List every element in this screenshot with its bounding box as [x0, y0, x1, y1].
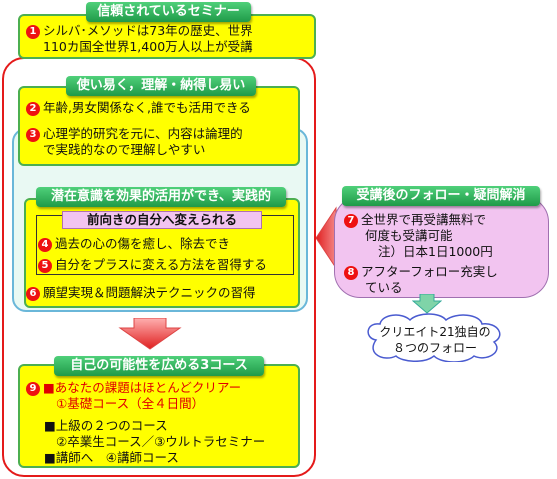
top-header: 信頼されているセミナー	[86, 2, 251, 22]
sub-header: 前向きの自分へ変えられる	[62, 211, 262, 229]
followup-header: 受講後のフォロー・疑問解消	[342, 186, 540, 206]
cloud-shape	[367, 313, 501, 362]
down-arrow-icon	[118, 318, 182, 350]
number-badge: 1	[26, 24, 40, 39]
usability-header: 使い易く，理解・納得し易い	[66, 76, 256, 96]
cloud-text: クリエイト21独自の ８つのフォロー	[379, 325, 491, 355]
courses-text: 9■あなたの課題はほとんどクリアー ①基礎コース（全４日間） ■上級の２つのコー…	[26, 380, 265, 466]
courses-header: 自己の可能性を広める3コース	[54, 356, 264, 376]
small-down-arrow-icon	[412, 294, 442, 314]
subconscious-header: 潜在意識を効果的活用ができ、実践的	[36, 187, 286, 207]
